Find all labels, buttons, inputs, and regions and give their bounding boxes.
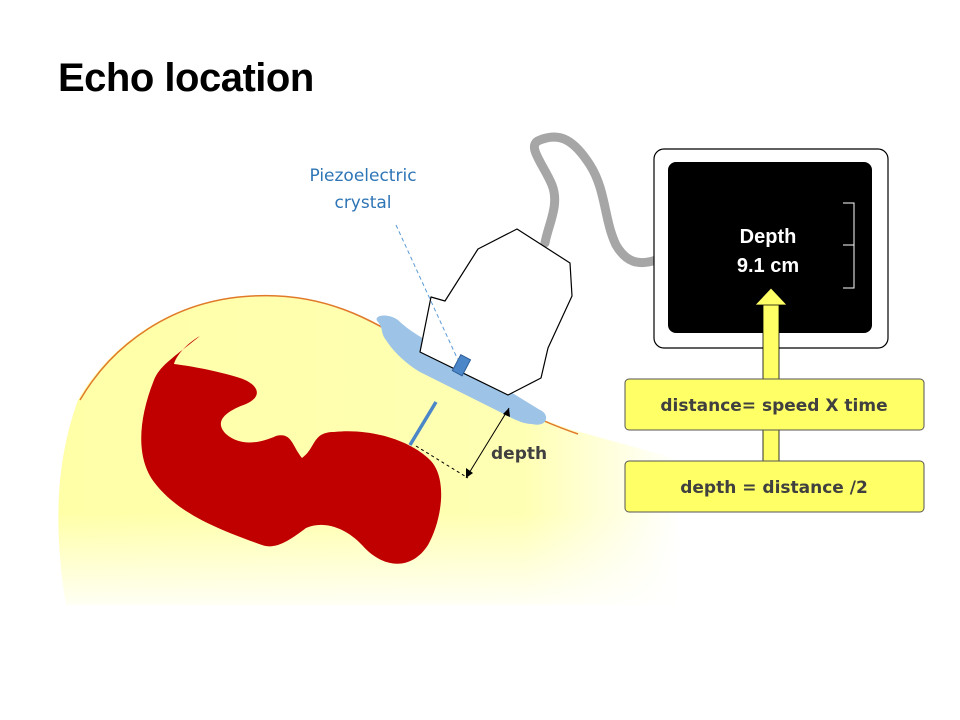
crystal-pointer-line [395, 224, 459, 361]
screen-scale-bracket [843, 202, 855, 289]
piezoelectric-crystal [451, 354, 472, 377]
distance-formula-text: distance= speed X time [660, 396, 887, 416]
distance-formula-box [624, 378, 925, 431]
depth-arrow [465, 407, 510, 479]
monitor-depth-value: 9.1 cm [737, 255, 799, 277]
echo-beam-mark [408, 401, 438, 446]
depth-arrow-head-top [503, 408, 510, 417]
monitor-screen [668, 162, 872, 333]
probe-cable [530, 132, 661, 268]
slide-title: Echo location [58, 56, 314, 100]
depth-label: depth [491, 444, 547, 464]
monitor-depth-label: Depth [740, 226, 797, 248]
crystal-label-line1: Piezoelectric [309, 166, 416, 186]
fetus-shape [141, 336, 442, 564]
depth-formula-box [624, 460, 925, 513]
ultrasound-probe [419, 228, 573, 396]
echo-dashed-line [415, 445, 469, 479]
crystal-label-line2: crystal [334, 193, 391, 213]
depth-formula-text: depth = distance /2 [680, 478, 868, 498]
depth-arrow-head-bottom [466, 468, 473, 478]
signal-arrow-head [754, 287, 788, 306]
